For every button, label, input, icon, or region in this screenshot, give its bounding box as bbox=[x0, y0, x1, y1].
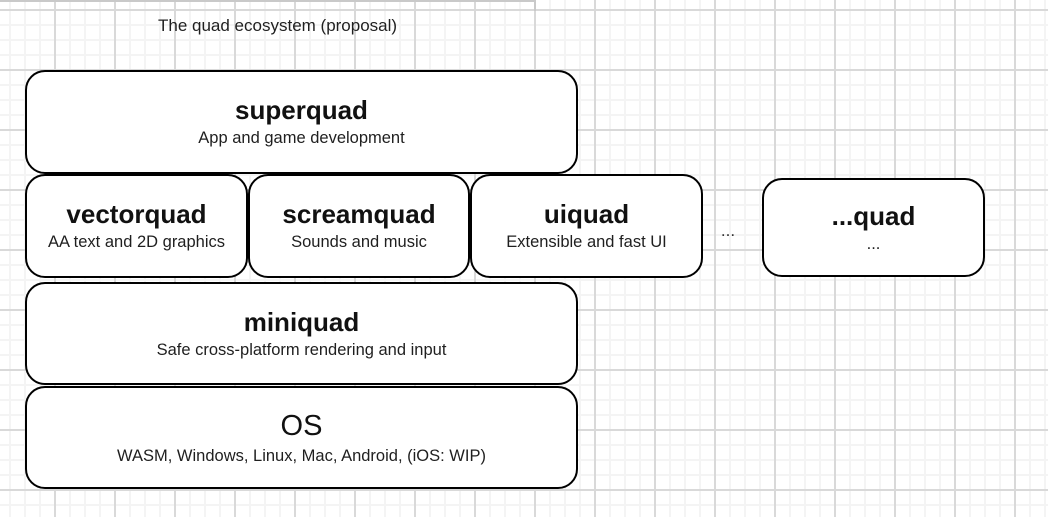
node-os-subtitle: WASM, Windows, Linux, Mac, Android, (iOS… bbox=[117, 446, 486, 465]
node-uiquad-title: uiquad bbox=[543, 199, 630, 229]
page-edge-horizontal-line bbox=[0, 0, 536, 2]
node-miniquad-subtitle: Safe cross-platform rendering and input bbox=[156, 340, 447, 359]
node-superquad-subtitle: App and game development bbox=[198, 129, 405, 147]
node-os-title: OS bbox=[280, 409, 323, 442]
node-etcquad[interactable]: ...quad ... bbox=[762, 178, 985, 277]
node-uiquad-subtitle: Extensible and fast UI bbox=[506, 233, 667, 251]
node-uiquad[interactable]: uiquad Extensible and fast UI bbox=[470, 174, 703, 278]
node-vectorquad-subtitle: AA text and 2D graphics bbox=[47, 233, 226, 251]
node-miniquad[interactable]: miniquad Safe cross-platform rendering a… bbox=[25, 282, 578, 385]
node-etcquad-subtitle: ... bbox=[866, 234, 881, 253]
node-os[interactable]: OS WASM, Windows, Linux, Mac, Android, (… bbox=[25, 386, 578, 489]
node-miniquad-title: miniquad bbox=[243, 306, 360, 337]
node-etcquad-title: ...quad bbox=[831, 200, 916, 231]
node-superquad[interactable]: superquad App and game development bbox=[25, 70, 578, 174]
node-screamquad-subtitle: Sounds and music bbox=[291, 233, 427, 251]
diagram-title[interactable]: The quad ecosystem (proposal) bbox=[158, 16, 398, 35]
node-screamquad[interactable]: screamquad Sounds and music bbox=[248, 174, 470, 278]
node-screamquad-title: screamquad bbox=[282, 199, 436, 229]
ellipsis-separator[interactable]: ... bbox=[720, 221, 736, 240]
node-superquad-title: superquad bbox=[235, 95, 368, 125]
node-vectorquad-title: vectorquad bbox=[66, 199, 207, 229]
page-edge-vertical-tick bbox=[534, 0, 536, 11]
node-vectorquad[interactable]: vectorquad AA text and 2D graphics bbox=[25, 174, 248, 278]
